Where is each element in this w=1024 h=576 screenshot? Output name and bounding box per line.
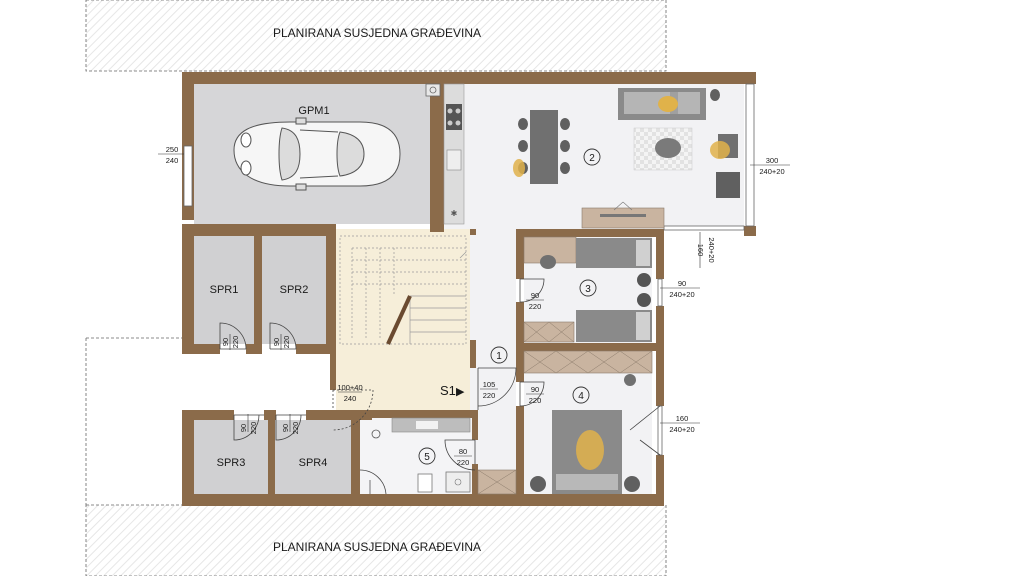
door-bed4 xyxy=(519,381,545,407)
dim-door-bed4-bottom: 220 xyxy=(529,396,542,405)
door-bed3 xyxy=(519,278,545,303)
dim-door-bed4-top: 90 xyxy=(531,385,539,394)
door-stair xyxy=(332,389,374,431)
neighbor-building-top: PLANIRANA SUSJEDNA GRAĐEVINA xyxy=(85,0,667,72)
room-label-spr2: SPR2 xyxy=(280,284,309,296)
wardrobe-bed4 xyxy=(523,350,653,374)
dim-bed3-window-bottom: 240+20 xyxy=(669,290,694,299)
tv-unit xyxy=(581,207,665,229)
door-entry xyxy=(477,367,517,410)
door-spr2 xyxy=(269,322,297,350)
dim-door-bath-bottom: 220 xyxy=(457,458,470,467)
doors xyxy=(219,278,661,495)
wardrobe-bed3 xyxy=(523,321,575,343)
storage1-floor xyxy=(194,236,254,344)
neighbor-building-bottom: PLANIRANA SUSJEDNA GRAĐEVINA xyxy=(85,504,667,576)
living-area xyxy=(581,88,740,229)
bedroom4-furniture xyxy=(523,350,653,494)
room-label-spr3: SPR3 xyxy=(217,457,246,469)
kitchen: ✱ xyxy=(443,83,465,225)
dim-door-spr3-top: 90 xyxy=(239,424,248,432)
storage2-floor xyxy=(262,236,326,344)
door-bed4-window xyxy=(629,405,661,456)
room-number-bath: 5 xyxy=(424,452,430,463)
windows xyxy=(183,83,755,456)
car-icon xyxy=(233,117,401,191)
dim-door-spr3-bottom: 220 xyxy=(249,422,258,435)
dim-bed4-window-bottom: 240+20 xyxy=(669,425,694,434)
room-number-circles xyxy=(418,148,601,465)
dim-door-spr2-bottom: 220 xyxy=(282,336,291,349)
dim-door-stair-bottom: 240 xyxy=(344,394,357,403)
entrance-arrow-icon: ▶ xyxy=(456,386,465,398)
bath-swing xyxy=(359,469,387,495)
dim-door-bed3-bottom: 220 xyxy=(529,302,542,311)
dim-door-entry-top: 105 xyxy=(483,380,496,389)
entrance-marker: S1 ▶ xyxy=(440,383,465,398)
room-label-garage: GPM1 xyxy=(298,105,329,117)
bathroom-fixtures xyxy=(369,417,517,495)
door-bath xyxy=(444,439,476,471)
room-number-bedroom3: 3 xyxy=(585,284,591,295)
svg-text:✱: ✱ xyxy=(451,209,458,218)
dim-door-spr1-top: 90 xyxy=(221,338,230,346)
hall-corridor-floor xyxy=(470,229,516,494)
neighbor-label-bottom: PLANIRANA SUSJEDNA GRAĐEVINA xyxy=(273,540,481,554)
room-labels: GPM1 SPR1 SPR2 SPR3 SPR4 xyxy=(210,105,330,469)
dim-garage-window-bottom: 240 xyxy=(166,156,179,165)
dim-living-window-top: 300 xyxy=(766,156,779,165)
storage3-floor xyxy=(194,420,268,494)
neighbor-outline-left xyxy=(85,337,182,505)
bedroom3-furniture xyxy=(523,236,652,343)
dim-door-entry-bottom: 220 xyxy=(483,391,496,400)
dimension-ticks xyxy=(158,153,790,457)
dim-door-spr2-top: 90 xyxy=(272,338,281,346)
dim-door-bath-top: 80 xyxy=(459,447,467,456)
floors xyxy=(194,84,744,494)
dim-door-spr4-top: 90 xyxy=(281,424,290,432)
dim-bed3-window-top: 90 xyxy=(678,279,686,288)
dim-door-bed3-top: 90 xyxy=(531,291,539,300)
staircase xyxy=(339,235,467,345)
washbasin xyxy=(445,471,471,493)
room-number-living: 2 xyxy=(589,153,595,164)
room-numbers: 1 2 3 4 5 xyxy=(424,153,595,463)
dim-bed4-window-top: 160 xyxy=(676,414,689,423)
dining-table xyxy=(513,110,570,184)
toilet xyxy=(417,473,433,493)
dim-living-bottom-window-top: 160 xyxy=(696,244,705,257)
storage4-floor xyxy=(275,420,351,494)
dim-living-window-bottom: 240+20 xyxy=(759,167,784,176)
dim-garage-window-top: 250 xyxy=(166,145,179,154)
dim-living-bottom-window-bottom: 240+20 xyxy=(707,237,716,262)
neighbor-label-top: PLANIRANA SUSJEDNA GRAĐEVINA xyxy=(273,26,481,40)
door-spr4 xyxy=(275,414,306,441)
dimensions: 250 240 300 240+20 160 240+20 90 240+20 … xyxy=(166,145,785,467)
room-label-spr1: SPR1 xyxy=(210,284,239,296)
stair-floor xyxy=(336,229,470,410)
entrance-label: S1 xyxy=(440,383,456,398)
door-spr1 xyxy=(219,322,247,350)
room-number-bedroom4: 4 xyxy=(578,391,584,402)
dim-door-spr1-bottom: 220 xyxy=(231,336,240,349)
dim-door-spr4-bottom: 220 xyxy=(291,422,300,435)
room-number-hall: 1 xyxy=(496,351,502,362)
armchair-bottom xyxy=(716,172,740,198)
room-label-spr4: SPR4 xyxy=(299,457,328,469)
dim-door-stair-top: 100+40 xyxy=(337,383,362,392)
walls xyxy=(182,72,756,506)
door-spr3 xyxy=(233,414,264,441)
